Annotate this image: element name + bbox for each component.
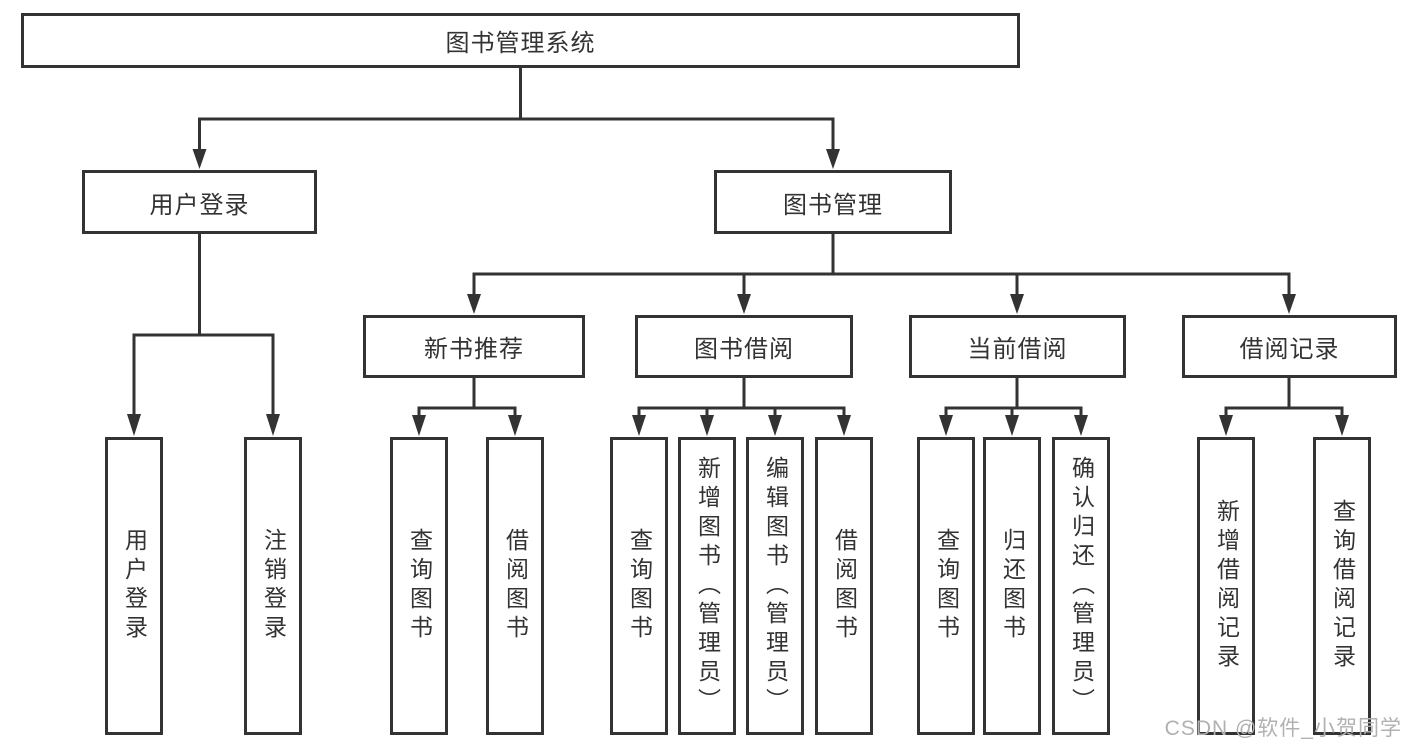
leaf-confirm-return-admin-label: 确认归还（管理员） <box>1068 455 1095 717</box>
node-new-book-recommend: 新书推荐 <box>363 315 585 378</box>
leaf-query-books-recommend-label: 查询图书 <box>406 528 433 644</box>
leaf-query-borrow-record-label: 查询借阅记录 <box>1329 499 1356 673</box>
leaf-user-login: 用户登录 <box>105 437 163 735</box>
node-user-login: 用户登录 <box>82 170 317 234</box>
leaf-borrow-books-recommend: 借阅图书 <box>486 437 544 735</box>
leaf-query-books-current: 查询图书 <box>917 437 975 735</box>
leaf-logout-login: 注销登录 <box>244 437 302 735</box>
leaf-confirm-return-admin: 确认归还（管理员） <box>1052 437 1110 735</box>
leaf-add-borrow-record-label: 新增借阅记录 <box>1213 499 1240 673</box>
leaf-query-books-borrowing-label: 查询图书 <box>626 528 653 644</box>
node-current-borrowing-label: 当前借阅 <box>967 336 1068 363</box>
leaf-borrow-books-borrowing-label: 借阅图书 <box>831 528 858 644</box>
node-book-borrowing-label: 图书借阅 <box>694 336 794 363</box>
node-library-system-label: 图书管理系统 <box>445 30 596 57</box>
leaf-borrow-books-borrowing: 借阅图书 <box>815 437 873 735</box>
leaf-query-books-recommend: 查询图书 <box>390 437 448 735</box>
csdn-watermark: CSDN @软件_小贺同学 <box>1164 717 1402 740</box>
node-borrowing-records-label: 借阅记录 <box>1239 336 1340 363</box>
node-book-management: 图书管理 <box>714 170 952 234</box>
leaf-borrow-books-recommend-label: 借阅图书 <box>502 528 529 644</box>
leaf-user-login-label: 用户登录 <box>121 528 148 644</box>
node-borrowing-records: 借阅记录 <box>1182 315 1397 378</box>
node-new-book-recommend-label: 新书推荐 <box>424 336 524 363</box>
leaf-edit-books-admin-label: 编辑图书（管理员） <box>762 455 789 717</box>
leaf-add-borrow-record: 新增借阅记录 <box>1197 437 1255 735</box>
node-book-management-label: 图书管理 <box>783 191 883 219</box>
node-book-borrowing: 图书借阅 <box>635 315 853 378</box>
node-current-borrowing: 当前借阅 <box>909 315 1126 378</box>
leaf-query-books-current-label: 查询图书 <box>933 528 960 644</box>
leaf-add-books-admin: 新增图书（管理员） <box>678 437 736 735</box>
leaf-add-books-admin-label: 新增图书（管理员） <box>694 455 721 717</box>
leaf-edit-books-admin: 编辑图书（管理员） <box>746 437 804 735</box>
leaf-return-books-label: 归还图书 <box>999 528 1026 644</box>
leaf-logout-login-label: 注销登录 <box>260 528 287 644</box>
leaf-return-books: 归还图书 <box>983 437 1041 735</box>
node-user-login-label: 用户登录 <box>149 191 250 219</box>
node-library-system: 图书管理系统 <box>21 13 1020 68</box>
leaf-query-books-borrowing: 查询图书 <box>610 437 668 735</box>
leaf-query-borrow-record: 查询借阅记录 <box>1313 437 1371 735</box>
